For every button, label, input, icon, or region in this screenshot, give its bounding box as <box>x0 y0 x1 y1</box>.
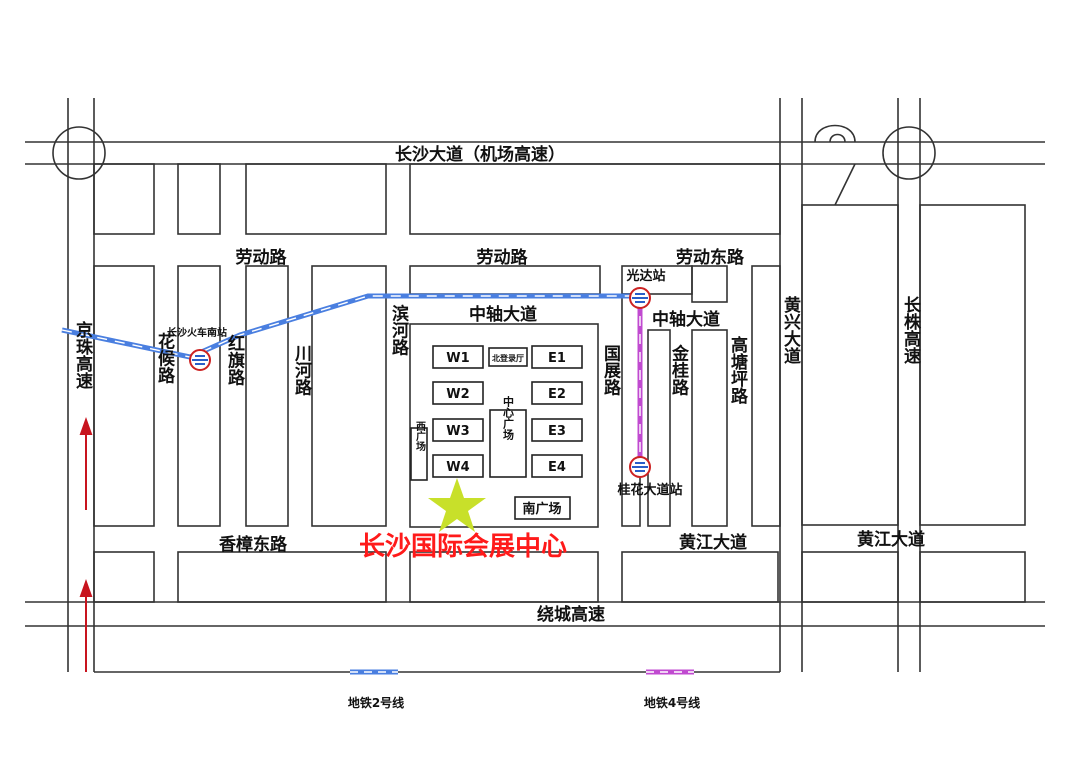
road-label-vertical: 京珠高速 <box>72 320 93 389</box>
road-label: 黄江大道 <box>857 529 925 550</box>
hall-label: W2 <box>446 387 469 402</box>
hall-label: 中心广场 <box>502 395 515 441</box>
road-label: 长沙大道（机场高速） <box>395 144 565 165</box>
station-label: 桂花大道站 <box>616 482 682 498</box>
hall-w2-box <box>432 381 484 405</box>
hall-e4-box <box>531 454 583 478</box>
hall-label: W3 <box>446 424 469 439</box>
metro-station-icon <box>629 287 651 309</box>
hall-e3-box <box>531 418 583 442</box>
hall-label: E3 <box>548 424 566 439</box>
road-label-vertical: 金桂路 <box>668 343 690 396</box>
metro-station-icon <box>629 456 651 478</box>
venue-title: 长沙国际会展中心 <box>359 532 567 562</box>
hall-label: E4 <box>548 460 566 475</box>
hall-w3-box <box>432 418 484 442</box>
hall-w4-box <box>432 454 484 478</box>
hall-label: 北登录厅 <box>492 353 524 363</box>
road-network <box>25 98 1045 673</box>
road-label-vertical: 红旗路 <box>224 333 245 386</box>
west-plaza-box <box>410 427 428 481</box>
road-label-vertical: 长株高速 <box>900 295 921 364</box>
hall-e2-box <box>531 381 583 405</box>
road-label-vertical: 黄兴大道 <box>780 295 801 364</box>
exhibition-halls <box>410 345 583 520</box>
south-plaza-box <box>514 496 571 520</box>
legend-label: 地铁2号线 <box>348 695 404 710</box>
road-label: 中轴大道 <box>469 304 537 325</box>
hall-label: 西广场 <box>414 421 426 452</box>
road-label-vertical: 高塘坪路 <box>727 335 748 405</box>
metro-station-icon <box>189 349 211 371</box>
hall-label: E2 <box>548 387 566 402</box>
legend-label: 地铁4号线 <box>644 695 700 710</box>
direction-arrows <box>79 417 93 672</box>
center-plaza-box <box>489 409 527 478</box>
road-label: 绕城高速 <box>537 604 605 625</box>
hall-label: 南广场 <box>522 501 561 517</box>
station-label: 长沙火车南站 <box>167 326 227 339</box>
metro-line-2 <box>61 293 640 360</box>
road-label: 劳动路 <box>236 247 288 268</box>
road-label: 香樟东路 <box>219 534 288 555</box>
road-label: 劳动东路 <box>676 247 745 268</box>
station-label: 光达站 <box>625 268 665 284</box>
road-label: 中轴大道 <box>652 309 720 330</box>
road-label: 劳动路 <box>477 247 529 268</box>
road-label-vertical: 川河路 <box>291 345 313 397</box>
north-hall-box <box>488 347 528 367</box>
hall-label: W1 <box>446 351 469 366</box>
road-label-vertical: 滨河路 <box>388 303 409 356</box>
hall-w1-box <box>432 345 484 369</box>
hall-label: E1 <box>548 351 566 366</box>
road-label-vertical: 花候路 <box>154 331 175 384</box>
hall-e1-box <box>531 345 583 369</box>
road-label: 黄江大道 <box>679 532 747 553</box>
road-label-vertical: 国展路 <box>600 344 621 396</box>
venue-star-marker <box>428 478 486 532</box>
hall-label: W4 <box>446 460 469 475</box>
